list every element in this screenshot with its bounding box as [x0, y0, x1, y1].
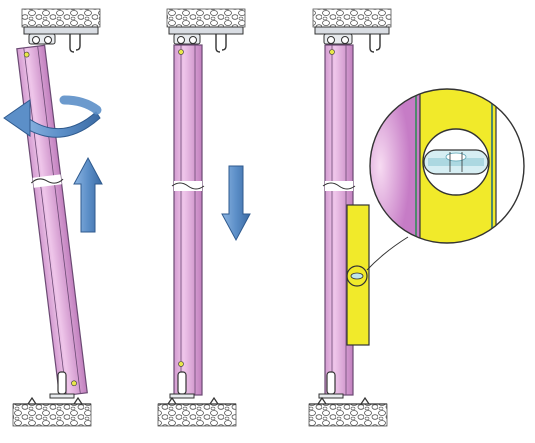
- floor-fixings-3: [317, 396, 370, 405]
- up-arrow: [73, 156, 103, 233]
- level-vial-circle: [346, 265, 368, 287]
- top-track-1: [23, 26, 99, 35]
- step-3-check-plumb: [308, 8, 525, 427]
- floor-fixings-1: [27, 396, 83, 405]
- zoom-panel-edge: [370, 89, 420, 243]
- level-bubble: [350, 272, 364, 280]
- roller-carriage-2: [173, 33, 201, 45]
- floor-stone-2: [157, 403, 237, 427]
- door-panel-vertical-2: [171, 44, 205, 396]
- floor-stone-3: [308, 403, 388, 427]
- bottom-guide-1: [49, 371, 75, 399]
- magnifier-callout: [369, 88, 525, 244]
- ceiling-stone-3: [312, 8, 392, 28]
- top-track-3: [314, 26, 390, 35]
- hanger-hooks-2: [215, 34, 227, 53]
- step-1-tilt-insert: [3, 8, 103, 427]
- callout-leader: [366, 236, 409, 271]
- down-arrow: [221, 165, 251, 242]
- floor-fixings-2: [167, 396, 219, 405]
- top-track-2: [168, 26, 244, 35]
- bottom-guide-2: [169, 371, 195, 399]
- roller-carriage-3: [323, 33, 353, 45]
- zoom-bubble: [445, 152, 467, 162]
- ceiling-stone-2: [166, 8, 246, 28]
- roller-carriage-1: [28, 33, 56, 45]
- step-2-lower-into-track: [157, 8, 251, 427]
- floor-stone-1: [12, 403, 92, 427]
- rotate-arrow: [3, 95, 102, 138]
- spirit-level: [346, 204, 370, 346]
- bottom-guide-3: [318, 371, 344, 399]
- hanger-hooks-3: [369, 34, 381, 53]
- ceiling-stone-1: [21, 8, 101, 28]
